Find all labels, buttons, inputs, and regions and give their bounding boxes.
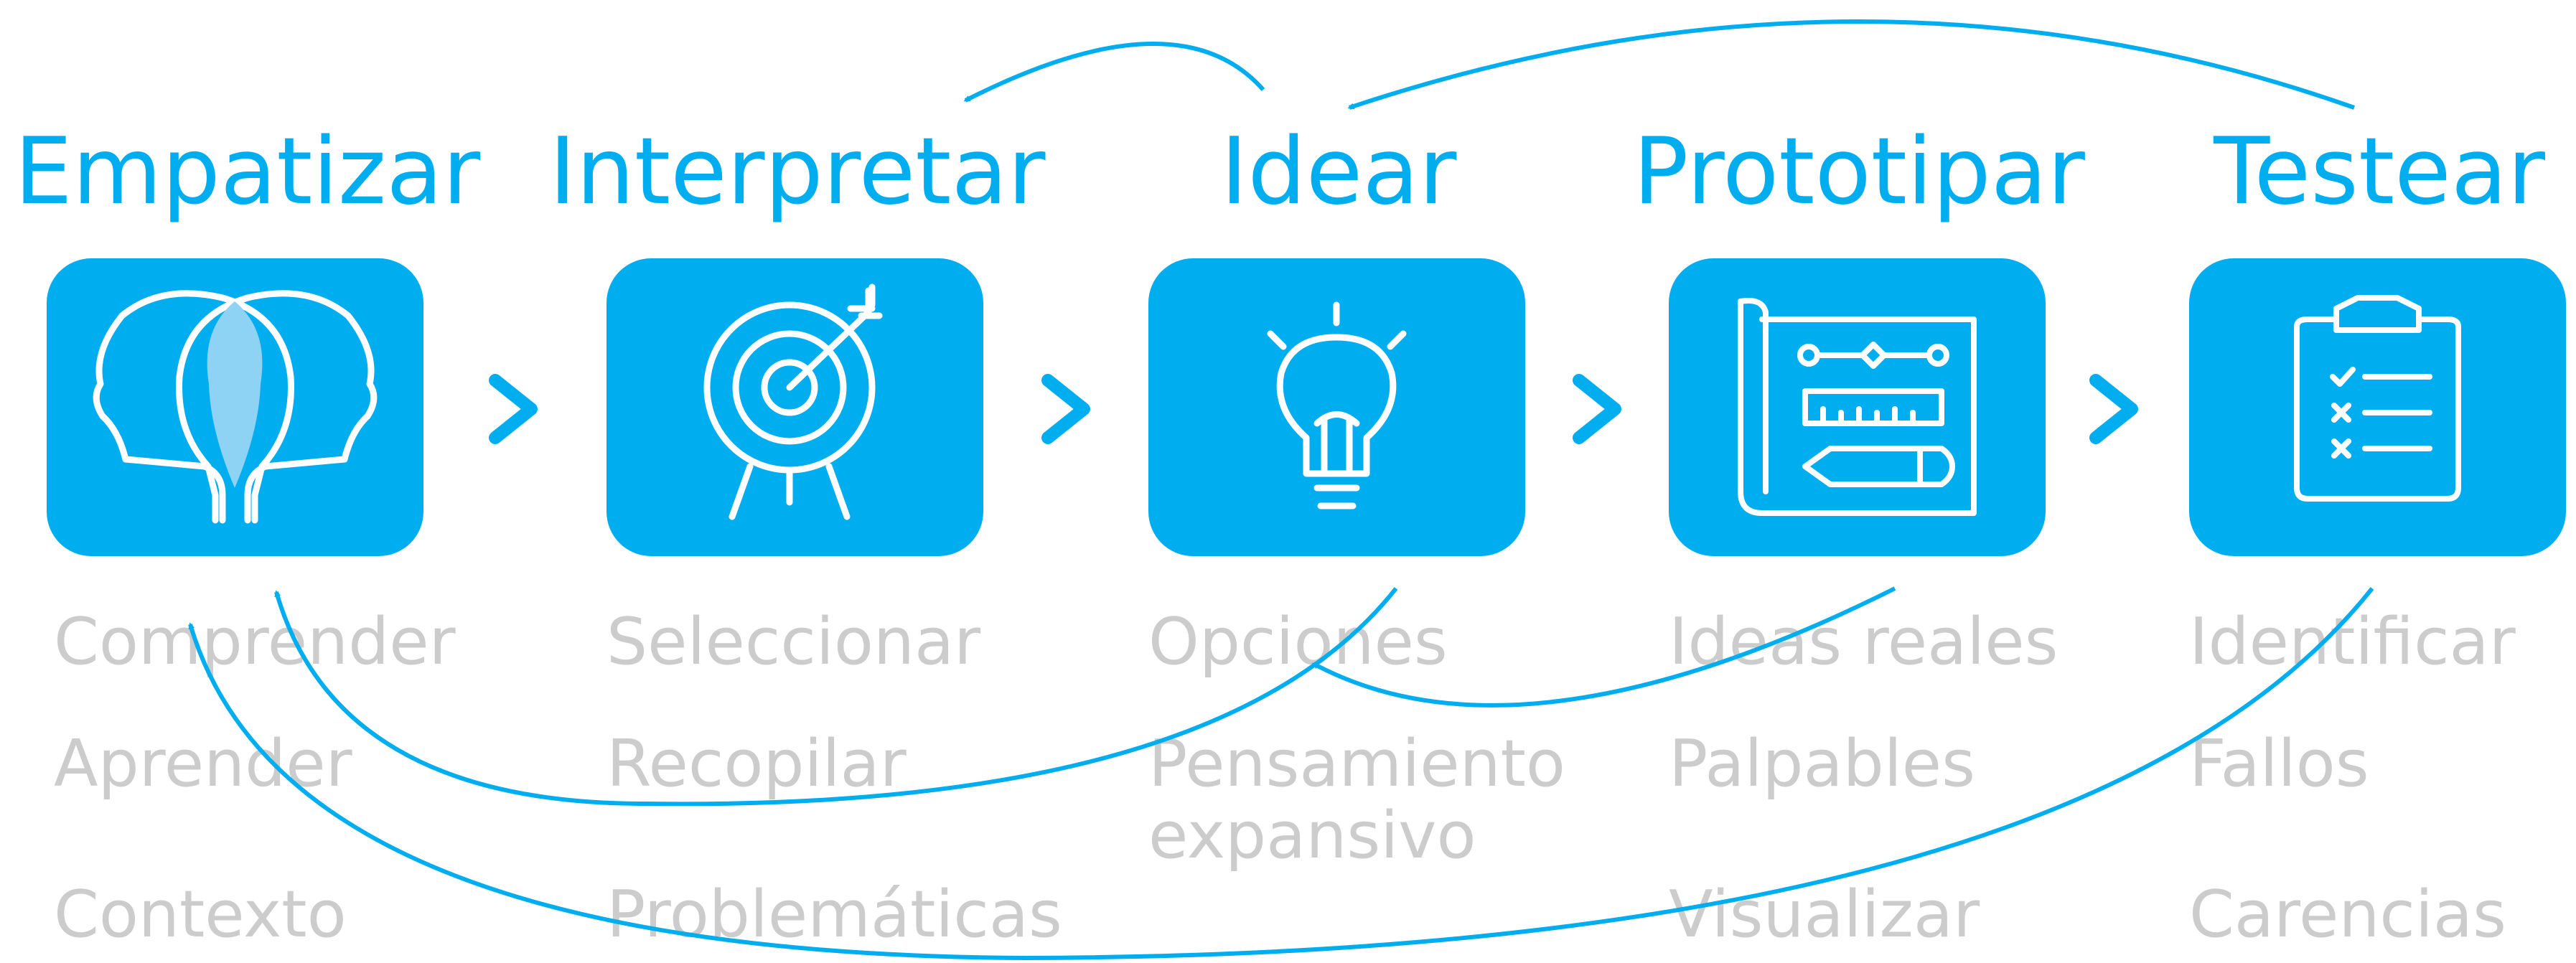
- stage-box-idear: [1148, 258, 1525, 556]
- stage-title-interpretar: Interpretar: [549, 118, 1046, 225]
- keyword: Visualizar: [1669, 877, 1980, 952]
- stage-box-empatizar: [47, 258, 423, 556]
- keyword: Problemáticas: [606, 877, 1062, 952]
- arrow-idear-to-interpretar: [963, 42, 1265, 103]
- keyword: Pensamiento: [1148, 726, 1565, 802]
- chevron-right-icon: [489, 374, 538, 444]
- keyword: Opciones: [1148, 604, 1448, 680]
- stage-title-empatizar: Empatizar: [14, 118, 481, 225]
- clipboard-checklist-icon: [2294, 295, 2461, 502]
- chevron-right-icon: [2089, 374, 2138, 444]
- stage-box-testear: [2189, 258, 2566, 556]
- keyword: Carencias: [2189, 877, 2506, 952]
- keyword: Comprender: [54, 604, 456, 680]
- blueprint-pencil-icon: [1738, 298, 1977, 516]
- stage-title-prototipar: Prototipar: [1633, 118, 2085, 225]
- stage-title-idear: Idear: [1220, 118, 1457, 225]
- target-arrow-icon: [703, 283, 883, 520]
- chevron-right-icon: [1041, 374, 1090, 444]
- keyword: Palpables: [1669, 726, 1976, 802]
- keyword: Fallos: [2189, 726, 2369, 802]
- chevron-right-icon: [1573, 374, 1621, 444]
- keyword: Contexto: [54, 877, 347, 952]
- keyword: Identificar: [2189, 604, 2516, 680]
- lightbulb-icon: [1267, 301, 1407, 509]
- keyword: Seleccionar: [606, 604, 981, 680]
- keyword: Ideas reales: [1669, 604, 2059, 680]
- stage-title-testear: Testear: [2214, 118, 2545, 225]
- arrow-testear-to-idear: [1347, 19, 2355, 110]
- keyword: Recopilar: [606, 726, 907, 802]
- keyword: expansivo: [1148, 798, 1476, 873]
- stage-box-prototipar: [1669, 258, 2046, 556]
- two-heads-icon: [93, 290, 378, 524]
- keyword: Aprender: [54, 726, 352, 802]
- stage-box-interpretar: [606, 258, 983, 556]
